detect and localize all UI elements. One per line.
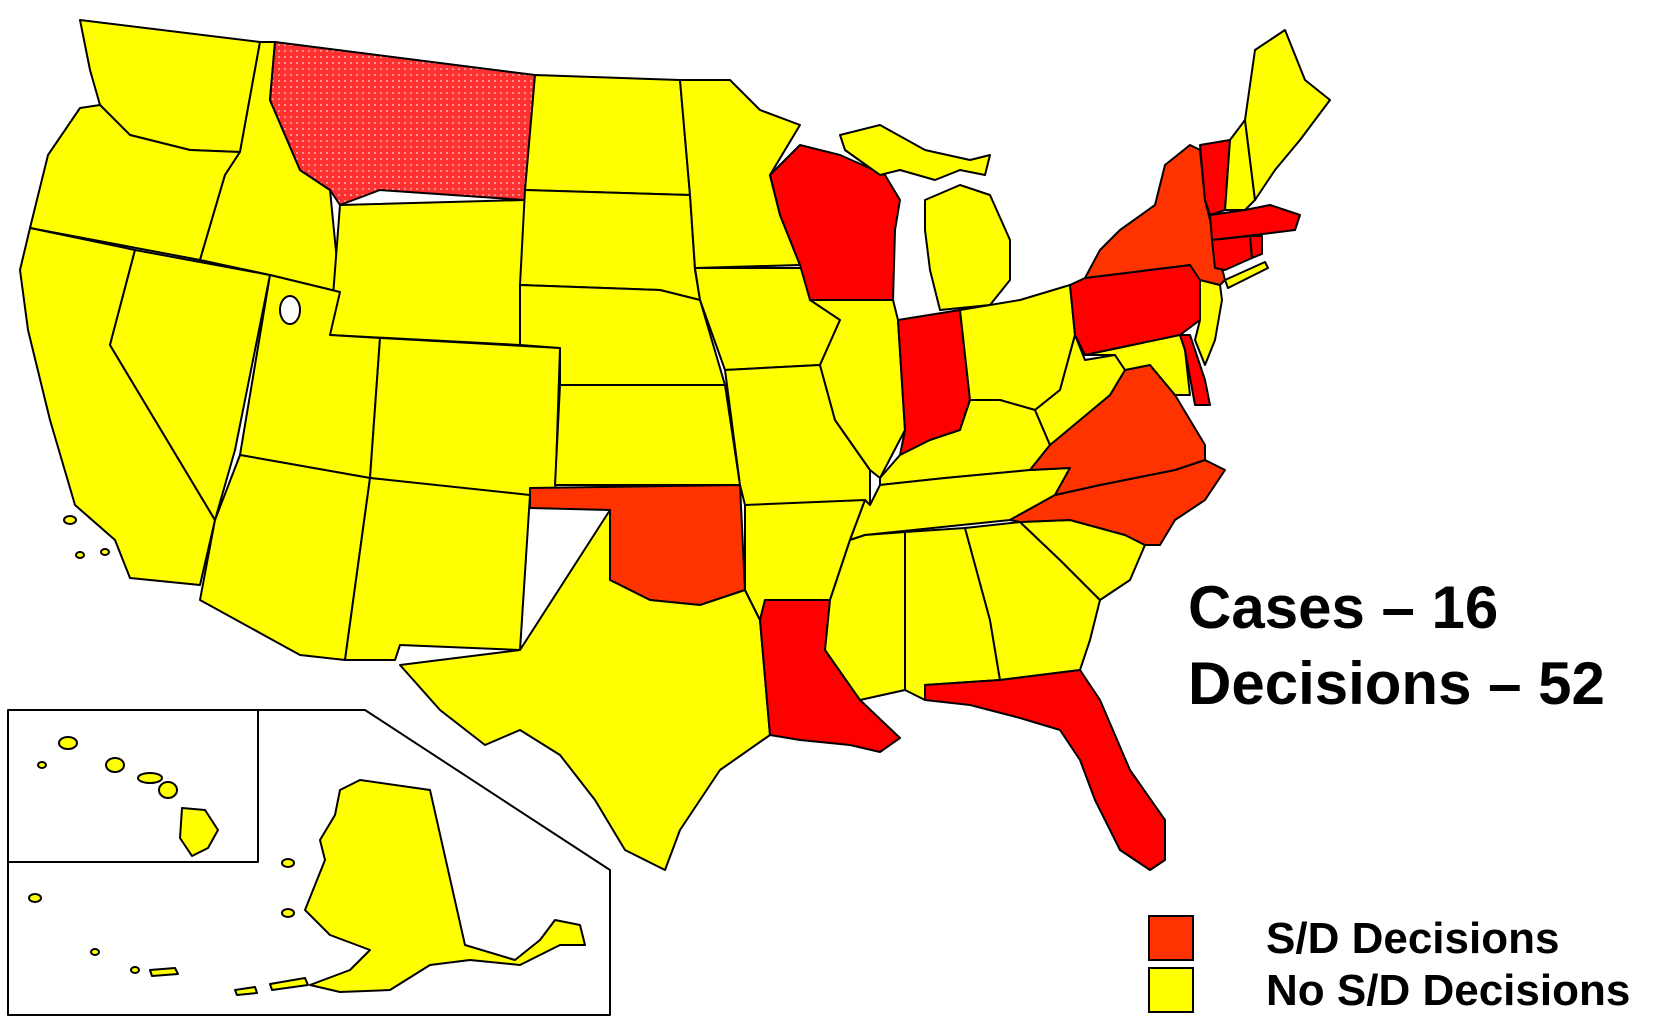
state-IL [809,299,906,479]
legend-swatch-sd [1148,915,1194,961]
state-TX [399,509,771,871]
state-WY [329,199,526,346]
hawaii-island-icon [105,757,125,773]
alaska-aleutian-icon [234,986,258,996]
state-ME [1244,29,1331,201]
great-salt-lake [279,295,301,325]
state-MI-upper [839,124,991,181]
state-NY-long-island [1224,261,1269,289]
channel-island-icon [75,551,85,559]
legend-swatch-no-sd [1148,967,1194,1013]
state-MI-lower [924,184,1011,311]
state-WI [769,144,901,301]
channel-island-icon [63,515,77,525]
alaska-island-icon [28,893,42,903]
state-RI [1249,235,1263,259]
state-KS [554,384,741,486]
state-NM [344,477,531,661]
state-DE [1179,334,1211,406]
hawaii-island-icon [58,736,78,750]
state-CT [1211,235,1253,271]
alaska-aleutian-icon [269,977,309,991]
stats-block: Cases – 16 Decisions – 52 [1188,570,1605,722]
state-CO [369,337,561,501]
hawaii-island-icon [137,772,163,784]
channel-island-icon [100,548,110,556]
inset-divider [8,710,259,863]
hawaii-island-icon [37,761,47,769]
state-LA [759,599,901,753]
state-FL [924,669,1166,871]
alaska-island-icon [281,858,295,868]
alaska-island-icon [281,908,295,918]
legend-item-sd: S/D Decisions [1148,915,1668,965]
hawaii-big-island-icon [179,807,219,857]
alaska-island-icon [130,966,140,974]
state-VT [1199,139,1231,216]
alaska-island-icon [90,948,100,956]
state-SD [519,189,701,301]
state-AK [304,779,586,993]
cases-count: Cases – 16 [1188,574,1499,641]
state-NJ [1194,279,1223,366]
legend-item-no-sd: No S/D Decisions [1148,967,1668,1017]
state-ND [524,74,691,196]
alaska-aleutian-icon [149,967,179,977]
legend-label-sd: S/D Decisions [1266,914,1560,963]
legend-label-no-sd: No S/D Decisions [1266,966,1631,1015]
hawaii-island-icon [158,781,178,799]
decisions-count: Decisions – 52 [1188,650,1605,717]
